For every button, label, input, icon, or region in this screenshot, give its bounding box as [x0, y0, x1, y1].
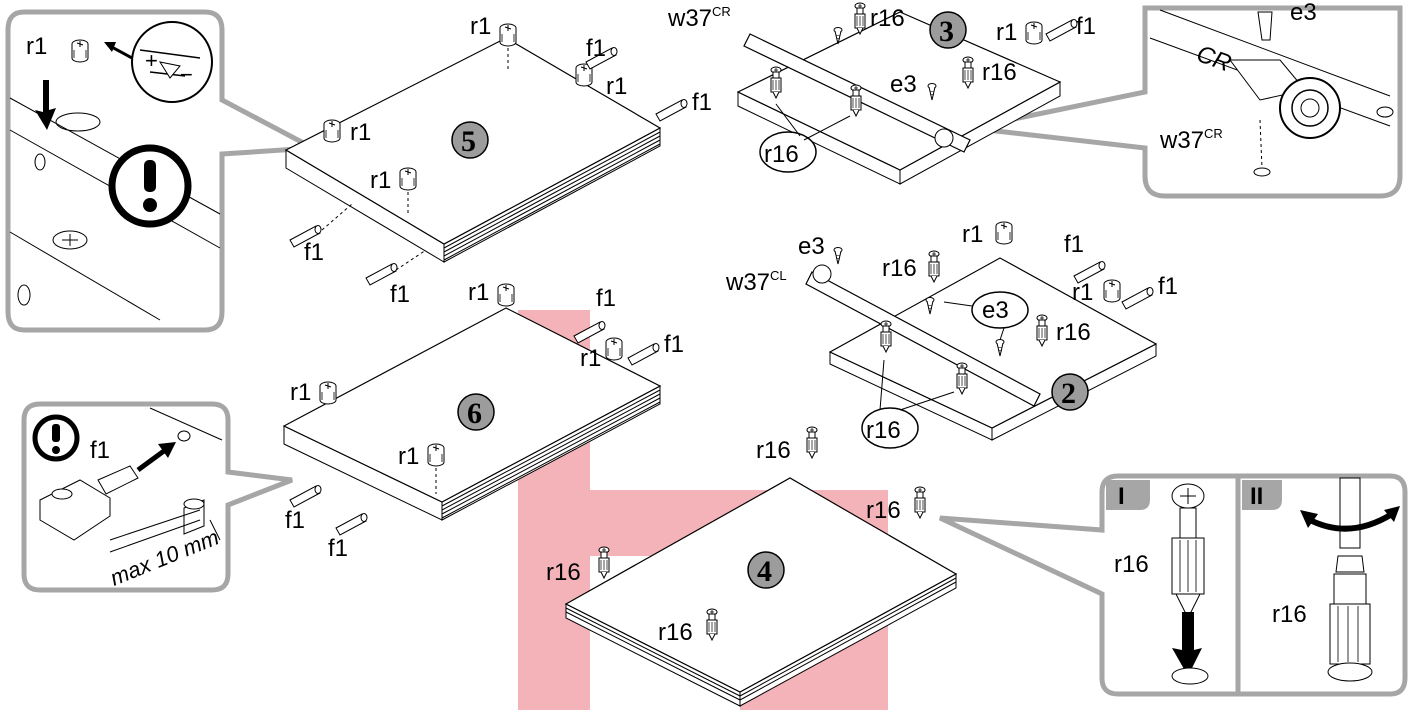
label-r16-p4a: r16	[756, 437, 791, 464]
label-e3-p2b: e3	[982, 297, 1009, 324]
label-f1-p6a: f1	[596, 285, 616, 312]
callout-label-w37: w37CR	[1159, 126, 1223, 154]
step-badge-6	[457, 393, 495, 431]
step-badge-5	[451, 121, 489, 159]
step-number-6: 6	[467, 397, 482, 430]
label-r1-p6d: r1	[398, 443, 419, 470]
pointer-arrow-icon	[104, 42, 133, 60]
label-r16-p3c: r16	[982, 59, 1017, 86]
stage-one-label: I	[1118, 483, 1125, 510]
callout-r1-orientation: r1 + −	[5, 9, 322, 333]
callout-label-e3: e3	[1290, 0, 1317, 26]
down-arrow-icon	[1172, 612, 1202, 676]
label-f1-p6c: f1	[285, 507, 305, 534]
exclamation-icon	[108, 144, 192, 228]
label-e3-p3: e3	[890, 71, 917, 98]
label-r16-p4b: r16	[866, 497, 901, 524]
label-f1-p2a: f1	[1064, 231, 1084, 258]
label-r16-p2b: r16	[1056, 319, 1091, 346]
callout-label-r16-stage-one: r16	[1114, 551, 1149, 578]
label-r1-p2b: r1	[1072, 279, 1093, 306]
callout-rail-detail: CR e3 w37CR	[969, 0, 1403, 199]
svg-text:+: +	[145, 48, 158, 73]
callout-r16-stages: I II r16 r16	[938, 473, 1408, 697]
label-r1-p5d: r1	[370, 167, 391, 194]
label-f1-p5b: f1	[692, 89, 712, 116]
callout-f1-depth: f1 max 10 mm	[21, 401, 293, 593]
panel-step-4: 4 r16 r16 r16 r16	[546, 426, 958, 707]
panel-step-5: 5 r1 r1 f1 r1 r1 f1 f1 f1	[284, 13, 712, 308]
label-r1-p6a: r1	[468, 279, 489, 306]
label-e3-p2a: e3	[798, 233, 825, 260]
label-r16-p2c: r16	[866, 417, 901, 444]
label-f1-p3: f1	[1076, 13, 1096, 40]
step-badge-4	[747, 551, 785, 589]
panel-step-2: 2 e3 w37CL r16 e3 r16 r16 r1 f1 r1 f1	[725, 221, 1178, 449]
bolt-r16-stage-one	[1171, 483, 1205, 620]
step-badge-2	[1051, 373, 1089, 411]
label-r16-p4d: r16	[658, 619, 693, 646]
label-r16-p4c: r16	[546, 559, 581, 586]
panel-step-6: 6 r1 f1 r1 f1 r1 r1 f1 f1	[282, 279, 684, 562]
label-w37-p3: w37CR	[667, 4, 731, 32]
callout-label-r1: r1	[26, 33, 47, 60]
label-f1-p5a: f1	[586, 35, 606, 62]
step-number-4: 4	[757, 555, 772, 588]
label-r16-p2a: r16	[882, 255, 917, 282]
step-number-3: 3	[939, 15, 954, 48]
step-badge-3	[929, 11, 967, 49]
label-r1-p2a: r1	[962, 221, 983, 248]
label-f1-p6d: f1	[328, 535, 348, 562]
label-f1-p6b: f1	[664, 331, 684, 358]
label-f1-p2b: f1	[1158, 273, 1178, 300]
label-r1-p3: r1	[996, 19, 1017, 46]
callout-label-r16-stage-two: r16	[1272, 601, 1307, 628]
label-r16-p3a: r16	[870, 5, 905, 32]
rotate-arrow-icon	[1300, 506, 1400, 532]
label-f1-p5d: f1	[390, 281, 410, 308]
down-arrow-icon	[35, 80, 56, 130]
label-r16-p3b: r16	[764, 141, 799, 168]
label-r1-p5c: r1	[350, 119, 371, 146]
pointer-arrow-icon	[136, 442, 176, 473]
label-r1-p6c: r1	[290, 379, 311, 406]
step-number-2: 2	[1061, 377, 1076, 410]
label-r1-p5b: r1	[606, 73, 627, 100]
label-f1-p5c: f1	[304, 239, 324, 266]
label-r1-p6b: r1	[580, 345, 601, 372]
callout-label-f1: f1	[90, 437, 110, 464]
label-r1-p5a: r1	[470, 13, 491, 40]
stage-two-label: II	[1250, 483, 1263, 510]
svg-text:−: −	[180, 62, 193, 87]
panel-step-3: 3 r16 r16 r16 e3 r1 f1 w37CR	[667, 2, 1096, 185]
step-number-5: 5	[461, 125, 476, 158]
exclamation-icon	[32, 414, 80, 462]
label-w37-p2: w37CL	[725, 268, 787, 296]
